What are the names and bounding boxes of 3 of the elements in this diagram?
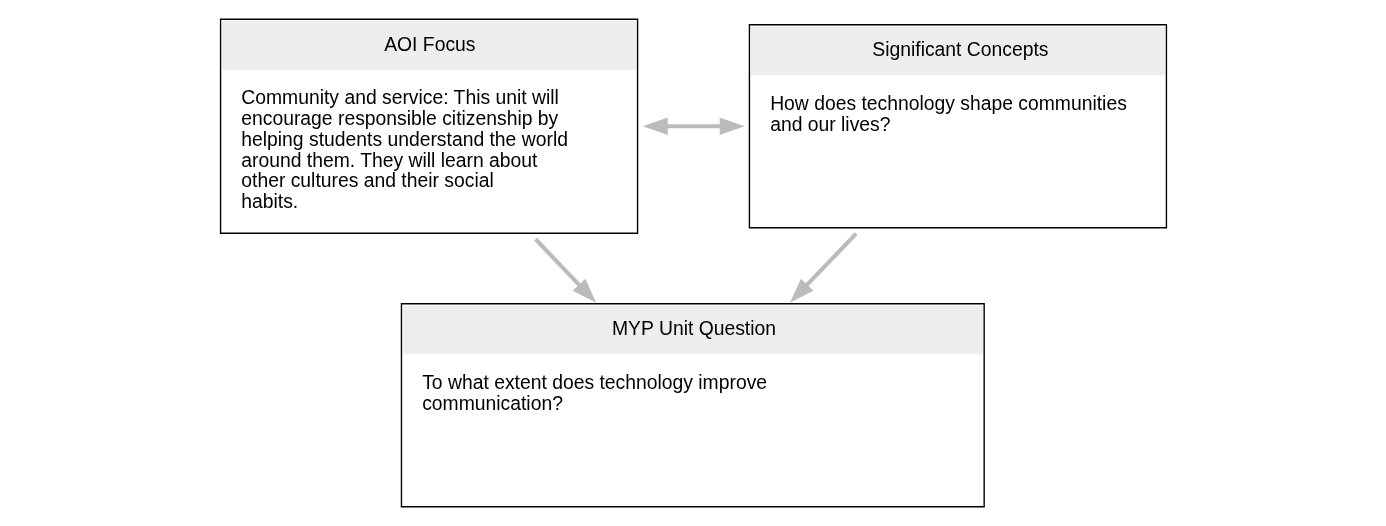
arrow [789,232,858,303]
arrow [533,237,596,303]
arrow [642,117,745,135]
